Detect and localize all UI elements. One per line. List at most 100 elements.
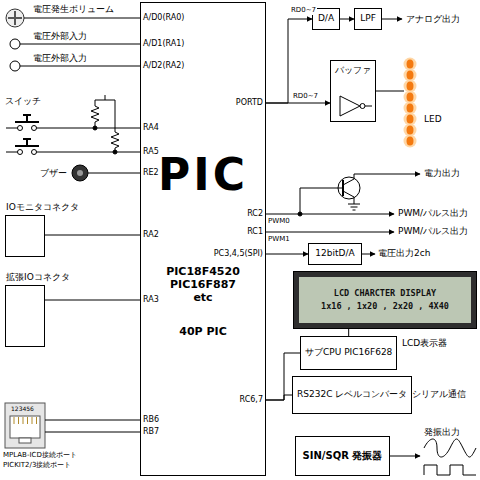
connector-box: 拡張IOコネクタ (5, 285, 45, 347)
signal-name: PWM1 (268, 235, 290, 243)
modular-jack (5, 403, 45, 448)
switch-button (15, 139, 39, 146)
node-text: サブCPU PIC16F628 (305, 347, 392, 358)
connector (266, 395, 292, 400)
output-arrow (362, 254, 375, 255)
wire (88, 173, 140, 174)
pin-name: RA2 (143, 230, 159, 240)
output-arrow (343, 174, 420, 185)
output-label: PWM/パルス出力 (398, 208, 468, 219)
potentiometer-symbol (6, 9, 24, 27)
buffer-symbol (340, 96, 372, 116)
signal-name: PWM0 (268, 217, 290, 225)
wire (300, 188, 343, 214)
pin-name: RA3 (143, 295, 159, 305)
connector-heading: IOモニタコネクタ (6, 201, 79, 214)
node-text: D/A (318, 13, 334, 24)
led (407, 115, 414, 124)
pin-name: RB6 (143, 415, 159, 425)
sub-cpu-box: サブCPU PIC16F628 (300, 336, 397, 370)
pin-name: RC1 (247, 227, 263, 237)
wire (37, 128, 141, 129)
led (407, 60, 414, 69)
node-text: LCD CHARCTER DISPLAY (334, 287, 436, 300)
pin-name: PORTD (236, 98, 263, 108)
input-label: 電圧外部入力 (33, 31, 87, 42)
led-glow (404, 135, 417, 148)
wire (24, 18, 140, 19)
resistor-symbol (111, 100, 119, 152)
pin-name: PC3,4,5(SPI) (214, 249, 263, 259)
led-label: LED (424, 114, 442, 125)
led (407, 104, 414, 113)
connector-heading: 拡張IOコネクタ (6, 271, 70, 284)
pin-name: A/D0(RA0) (143, 13, 184, 23)
output-arrow (390, 456, 420, 457)
led (407, 126, 414, 135)
connector (266, 103, 330, 104)
node-text: 1x16 , 1x20 , 2x20 , 4X40 (321, 300, 449, 313)
jack-opening (10, 416, 40, 438)
output-label: 電力出力 (424, 168, 460, 179)
buzzer-label: ブザー (40, 168, 67, 179)
inverter-bubble (360, 104, 365, 109)
output-label: 電圧出力2ch (378, 248, 430, 259)
node-text: 12bitD/A (315, 248, 354, 259)
led-column (404, 58, 417, 148)
lcd-label: LCD表示器 (402, 338, 447, 349)
pullup-rail (95, 95, 115, 100)
connector (348, 328, 349, 336)
pin-name: RB7 (143, 427, 159, 437)
output-arrow (266, 214, 394, 215)
pin-name: RC6,7 (240, 395, 263, 405)
wire (45, 420, 140, 421)
connector (45, 235, 140, 236)
buzzer-hole (77, 170, 83, 176)
led (407, 71, 414, 80)
wire (37, 152, 141, 153)
connector (340, 19, 354, 20)
switch-contact (32, 126, 37, 131)
input-label: 電圧発生ボリューム (33, 4, 114, 15)
pin-name: RE2 (143, 168, 159, 178)
wire (45, 432, 140, 433)
switch-label: スイッチ (5, 96, 41, 107)
connector (266, 19, 312, 103)
bus-label: RD0~7 (292, 93, 319, 101)
led (407, 137, 414, 146)
node-text: LPF (360, 13, 376, 24)
oscillator-box: SIN/SQR 発振器 (295, 436, 390, 476)
connector (266, 254, 308, 255)
resistor-symbol (91, 100, 99, 128)
input-terminal (10, 39, 20, 49)
square-wave (424, 465, 476, 475)
level-converter-box: RS232C レベルコンバータ (292, 376, 412, 414)
wire (376, 91, 404, 92)
wire (20, 66, 140, 67)
led (407, 82, 414, 91)
buffer-box: バッファ (330, 60, 376, 122)
bus-label: RD0~7 (290, 7, 317, 15)
junction-dot (93, 126, 97, 130)
pin-name: RA5 (143, 147, 159, 157)
pin-numbers: 123456 (11, 405, 34, 412)
pin-name: A/D2(RA2) (143, 61, 184, 71)
switch-contact (32, 150, 37, 155)
jack-tab (19, 438, 31, 443)
connector (45, 300, 140, 301)
part-number: PIC18F4520 PIC16F887 etc (163, 265, 243, 305)
node-text: RS232C レベルコンバータ (297, 389, 407, 400)
pin-name: A/D1(RA1) (143, 39, 184, 49)
switch-contact (18, 150, 23, 155)
switch-contact (18, 126, 23, 131)
node-text: SIN/SQR 発振器 (303, 450, 383, 463)
sine-wave (424, 439, 476, 457)
potentiometer-knob (8, 11, 22, 25)
package-note: 40P PIC (141, 325, 265, 338)
port-label: PICKIT2/3接続ポート (3, 461, 71, 469)
switch-button (15, 115, 39, 122)
wire (20, 44, 140, 45)
input-terminal (10, 61, 20, 71)
output-label: 発振出力 (424, 427, 460, 438)
